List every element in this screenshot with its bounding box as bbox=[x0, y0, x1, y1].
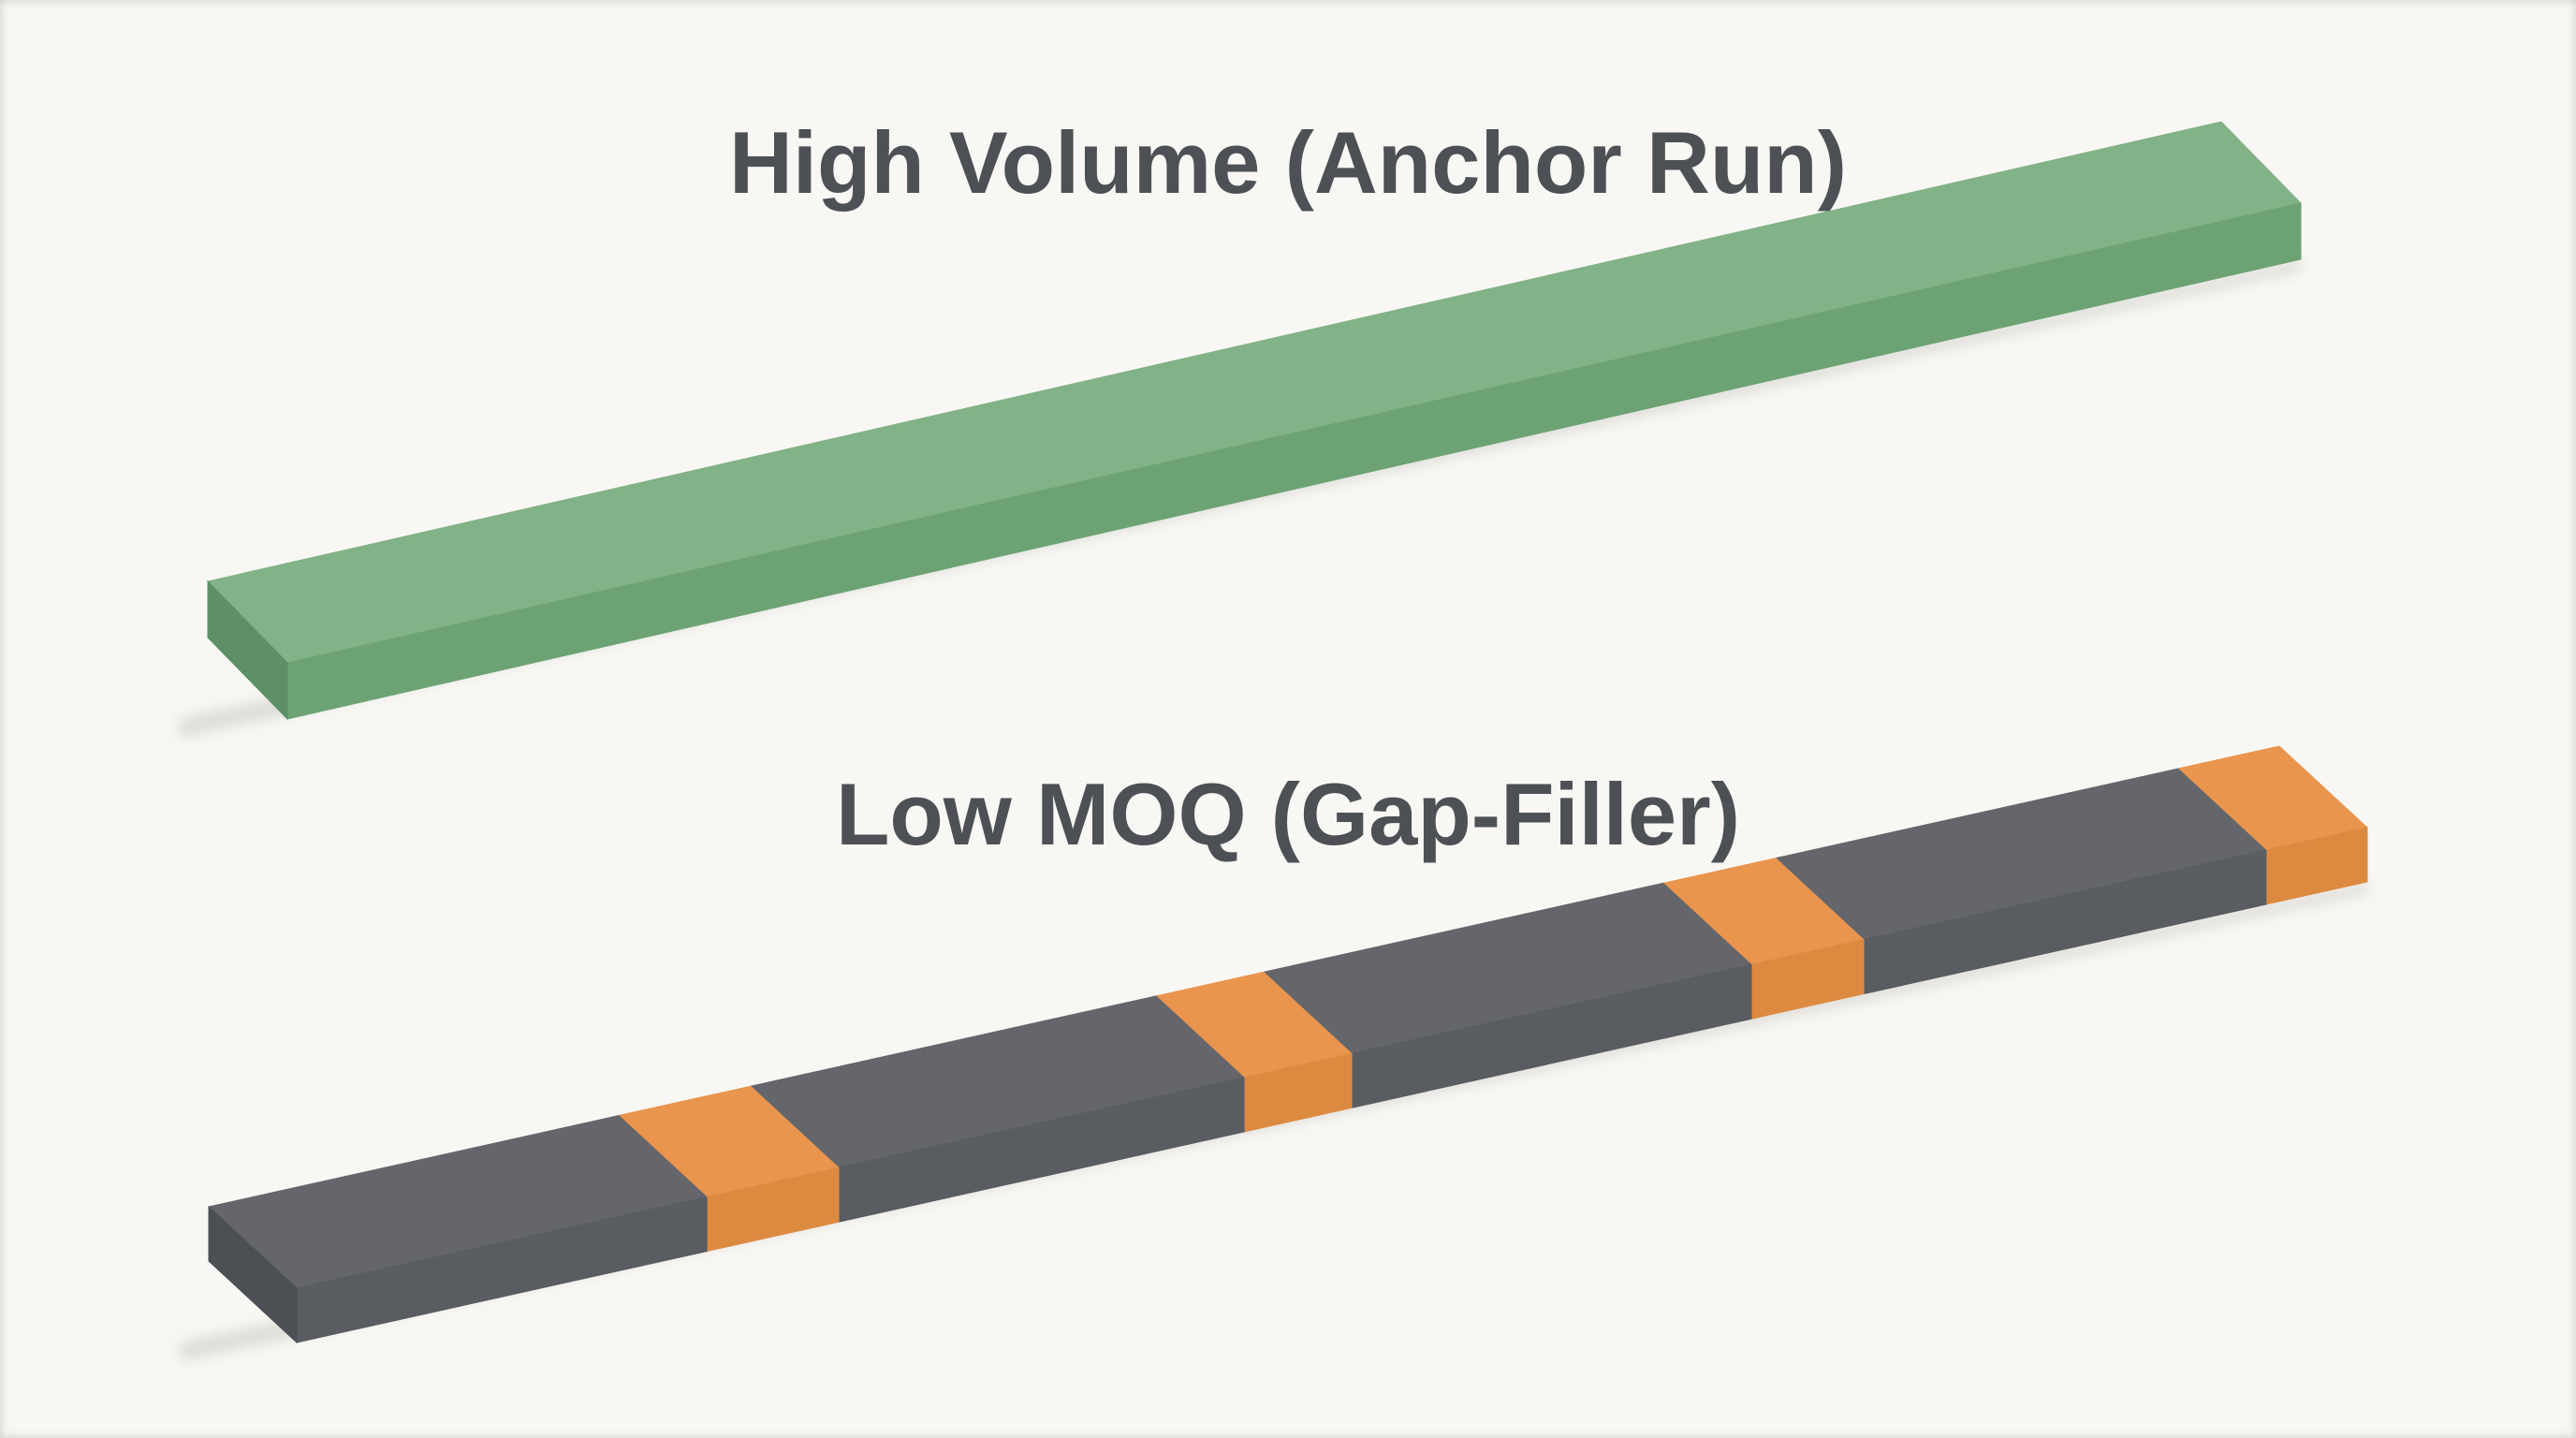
high-volume-bar-segment-top-green bbox=[207, 121, 2302, 664]
low-moq-bar-segment-front-orange bbox=[2266, 827, 2368, 905]
high-volume-bar-end-cap bbox=[207, 580, 288, 721]
high-volume-bar-segment-front-green bbox=[286, 202, 2302, 720]
low-moq-bar-end-cap bbox=[208, 1205, 298, 1344]
